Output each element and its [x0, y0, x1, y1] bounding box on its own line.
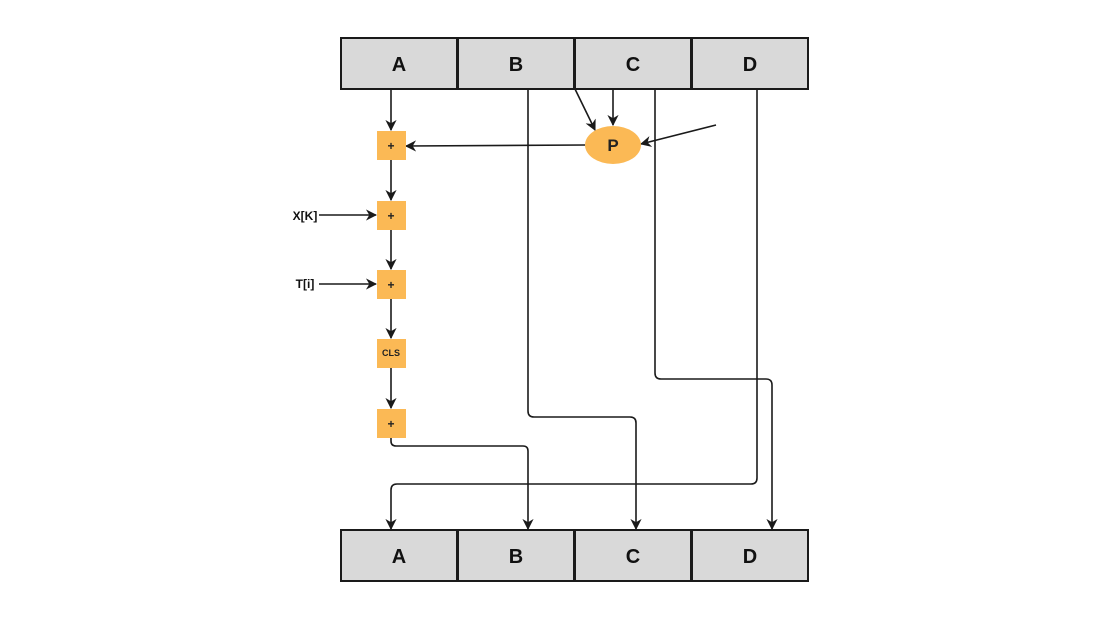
top-cell-c: C — [574, 37, 692, 90]
op-box-1-label: + — [387, 139, 394, 153]
top-cell-a-label: A — [392, 54, 406, 76]
top-cell-d-label: D — [743, 54, 757, 76]
wire-op5-to-bottom-b — [390, 438, 534, 531]
bottom-cell-b: B — [457, 529, 575, 582]
pool-node: P — [585, 126, 641, 164]
op-box-5: + — [377, 409, 406, 438]
wire-top-d-to-bottom-a — [385, 89, 758, 531]
op-box-2: + — [377, 201, 406, 230]
top-cell-b-label: B — [509, 54, 523, 76]
bottom-cell-c: C — [574, 529, 692, 582]
wires — [319, 88, 778, 531]
bottom-row: A B C D — [340, 529, 809, 582]
top-cell-c-label: C — [626, 54, 640, 76]
wire-external-to-p — [639, 124, 717, 147]
bottom-cell-a: A — [340, 529, 458, 582]
side-input-xk-label: X[K] — [293, 209, 318, 223]
wire-top-c-to-bottom-d — [654, 89, 778, 531]
op-box-3: + — [377, 270, 406, 299]
wire-p-to-op1 — [404, 140, 586, 152]
top-cell-a: A — [340, 37, 458, 90]
wire-top-b-to-bottom-c — [527, 89, 642, 531]
wire-c-left-to-p — [574, 88, 596, 132]
bottom-cell-a-label: A — [392, 546, 406, 568]
pool-node-label: P — [607, 136, 618, 155]
bottom-cell-c-label: C — [626, 546, 640, 568]
bottom-cell-d-label: D — [743, 546, 757, 568]
top-cell-d: D — [691, 37, 809, 90]
op-box-1: + — [377, 131, 406, 160]
top-cell-b: B — [457, 37, 575, 90]
op-box-cls: CLS — [377, 339, 406, 368]
op-box-3-label: + — [387, 278, 394, 292]
op-box-2-label: + — [387, 209, 394, 223]
op-box-5-label: + — [387, 417, 394, 431]
bottom-cell-d: D — [691, 529, 809, 582]
op-box-cls-label: CLS — [382, 348, 400, 358]
bottom-cell-b-label: B — [509, 546, 523, 568]
side-input-ti-label: T[i] — [296, 277, 315, 291]
top-row: A B C D — [340, 37, 809, 90]
